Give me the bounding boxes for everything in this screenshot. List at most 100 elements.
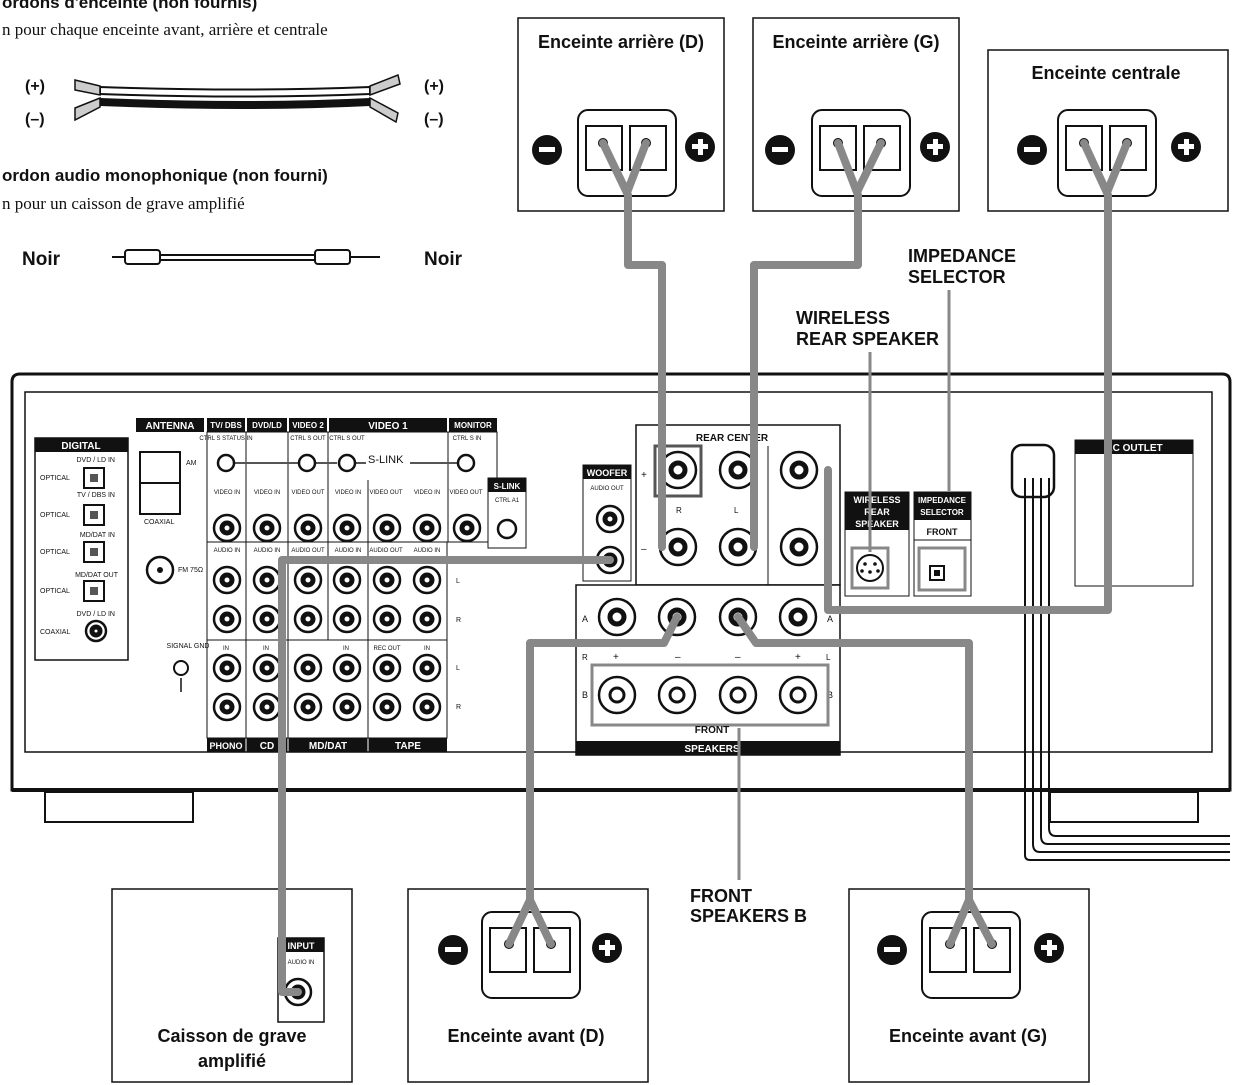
sub-audio-in-label: AUDIO IN — [288, 960, 315, 966]
ctrl-s-in-jack[interactable] — [456, 453, 476, 473]
s-link-ctrl-a1: S-LINK CTRL A1 — [487, 477, 527, 549]
video1-header: VIDEO 1 — [368, 421, 408, 432]
front-plus-2: + — [795, 652, 801, 663]
cable-rear-left-branch — [854, 139, 885, 194]
mono-cord-title: ordon audio monophonique (non fourni) — [2, 166, 328, 185]
cable-rear-right-branch — [624, 139, 650, 194]
ctrl-a1-jack[interactable] — [496, 518, 518, 540]
speaker-cords-desc: n pour chaque enceinte avant, arrière et… — [2, 20, 328, 39]
b-label-left: B — [582, 690, 588, 700]
ground-screw[interactable] — [173, 660, 189, 676]
rear-left-speaker-label: Enceinte arrière (G) — [772, 32, 939, 52]
speaker-cords-title: ordons d'enceinte (non fournis) — [2, 0, 257, 12]
front-l-label: L — [826, 653, 831, 662]
s-link-label: S-LINK — [368, 454, 404, 466]
ctrl-s-out-label-2: CTRL S OUT — [329, 436, 365, 442]
wireless-panel-label-1: WIRELESS — [853, 495, 900, 505]
mono-cord-desc: n pour un caisson de grave amplifié — [2, 194, 245, 213]
cable-center — [824, 139, 1112, 614]
rear-right-speaker-label: Enceinte arrière (D) — [538, 32, 704, 52]
sub-input-label: INPUT — [288, 941, 316, 951]
rear-right-speaker: Enceinte arrière (D) — [517, 17, 725, 212]
video-in-label-1: VIDEO IN — [214, 490, 240, 496]
receiver-rear-panel — [10, 372, 1232, 823]
monitor-header: MONITOR — [454, 421, 492, 430]
plus-label-left: (+) — [25, 78, 45, 95]
optical-label-2: OPTICAL — [40, 512, 70, 519]
center-speaker-label: Enceinte centrale — [1031, 63, 1180, 83]
ctrl-s-in-label: CTRL S IN — [453, 436, 482, 442]
rear-center-label: REAR CENTER — [696, 433, 769, 444]
l-label-1: L — [456, 578, 460, 585]
legend: ordons d'enceinte (non fournis) n pour c… — [2, 0, 463, 270]
audio-jacks-lower — [212, 653, 442, 722]
l-label-2: L — [456, 665, 460, 672]
ctrl-s-out-jack-1[interactable] — [297, 453, 317, 473]
cable-front-right-branch — [526, 896, 555, 948]
md-dat-label: MD/DAT — [309, 741, 347, 752]
in-label-3: IN — [343, 646, 349, 652]
video-jacks — [212, 513, 482, 543]
tape-label: TAPE — [395, 741, 421, 752]
fm-label: FM 75Ω — [178, 567, 203, 574]
ctrl-s-out-jack-2[interactable] — [337, 453, 357, 473]
video2-header: VIDEO 2 — [292, 421, 324, 430]
impedance-callout-1: IMPEDANCE — [908, 246, 1016, 266]
front-b-posts — [597, 675, 818, 715]
plus-label-rc: + — [641, 470, 647, 481]
wireless-panel-label-2: REAR — [864, 507, 890, 517]
ctrl-s-status-in-jack[interactable] — [216, 453, 236, 473]
audio-jacks-upper — [212, 565, 442, 634]
speaker-terminals: REAR CENTER + – + R L A A R + – – + L B … — [575, 424, 841, 756]
noir-label-left: Noir — [22, 249, 61, 270]
signal-gnd-label: SIGNAL GND — [167, 643, 210, 650]
md-dat-out-label: MD/DAT OUT — [75, 572, 119, 579]
coaxial-label: COAXIAL — [40, 629, 70, 636]
video-out-label-2: VIDEO OUT — [369, 490, 402, 496]
impedance-callout-2: SELECTOR — [908, 267, 1006, 287]
video-in-label-4: VIDEO IN — [414, 490, 440, 496]
cable-subwoofer — [278, 556, 614, 996]
digital-label: DIGITAL — [61, 441, 100, 452]
audio-out-label-1: AUDIO OUT — [291, 548, 325, 554]
wireless-impedance-section: WIRELESS REAR SPEAKER IMPEDANCE SELECTOR… — [844, 491, 972, 597]
rear-center-posts — [658, 450, 819, 567]
cd-label: CD — [260, 741, 274, 752]
woofer-audio-out-label: AUDIO OUT — [590, 486, 624, 492]
video-out-label-3: VIDEO OUT — [449, 490, 482, 496]
video-out-label-1: VIDEO OUT — [291, 490, 324, 496]
impedance-front-label: FRONT — [927, 527, 958, 537]
speaker-cables — [278, 139, 1131, 996]
cable-front-left — [734, 613, 973, 948]
noir-label-right: Noir — [424, 249, 463, 270]
antenna-section: ANTENNA AM COAXIAL FM 75Ω SIGNAL GND — [136, 418, 209, 692]
subwoofer: INPUT AUDIO IN Caisson de grave amplifié — [111, 888, 353, 1083]
dvd-ld-in-label-2: DVD / LD IN — [76, 611, 115, 618]
front-right-speaker-label: Enceinte avant (D) — [447, 1026, 604, 1046]
front-r-label: R — [582, 653, 588, 662]
ac-outlet-label: AC OUTLET — [1105, 443, 1162, 454]
rear-l-label: L — [734, 506, 739, 515]
minus-label-right: (–) — [424, 111, 444, 128]
front-minus-1: – — [675, 652, 681, 663]
dvd-ld-header: DVD/LD — [252, 421, 282, 430]
digital-section: DIGITAL DVD / LD IN OPTICAL TV / DBS IN … — [34, 437, 129, 661]
rec-out-label: REC OUT — [374, 646, 401, 652]
wireless-connector[interactable] — [856, 554, 884, 582]
subwoofer-label-1: Caisson de grave — [157, 1026, 306, 1046]
wireless-callout-2: REAR SPEAKER — [796, 329, 939, 349]
front-plus-1: + — [613, 652, 619, 663]
cable-front-right — [505, 613, 681, 948]
cable-rear-left — [750, 139, 862, 551]
optical-label-1: OPTICAL — [40, 475, 70, 482]
front-b-callout-1: FRONT — [690, 886, 752, 906]
av-input-section: TV/ DBS DVD/LD VIDEO 2 VIDEO 1 MONITOR C… — [199, 418, 498, 752]
front-label: FRONT — [695, 725, 729, 736]
front-b-callout-2: SPEAKERS B — [690, 906, 807, 926]
in-label-1: IN — [223, 646, 229, 652]
tv-dbs-header: TV/ DBS — [210, 421, 242, 430]
am-label: AM — [186, 460, 197, 467]
front-left-speaker-label: Enceinte avant (G) — [889, 1026, 1047, 1046]
audio-in-label-1: AUDIO IN — [214, 548, 241, 554]
a-label-right: A — [827, 614, 833, 624]
